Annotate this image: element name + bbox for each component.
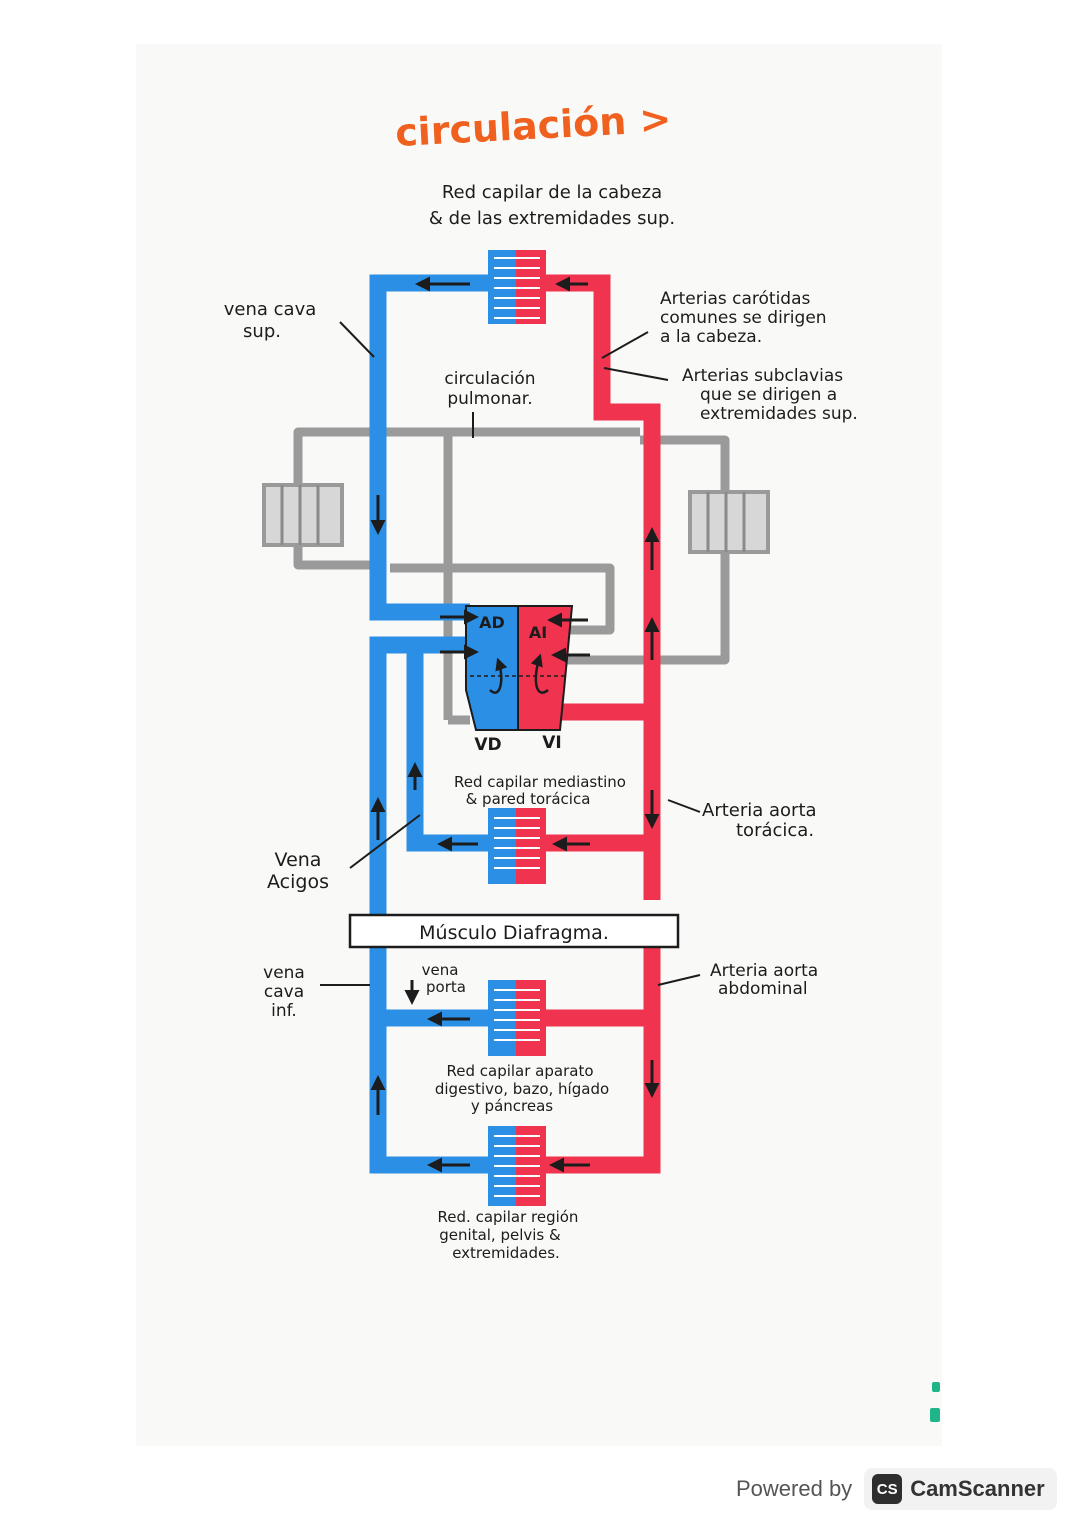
label-digestivo-1: Red capilar aparato	[446, 1062, 593, 1080]
camscanner-brand: CamScanner	[910, 1476, 1045, 1501]
heart-right-side	[465, 605, 519, 731]
flow-arrows	[370, 276, 660, 1173]
label-vi: VI	[542, 733, 561, 753]
label-head-network-2: & de las extremidades sup.	[429, 208, 675, 229]
label-carotidas-3: a la cabeza.	[660, 327, 762, 347]
label-pulmonar-1: circulación	[444, 369, 535, 389]
label-cava-inf-3: inf.	[271, 1001, 297, 1021]
label-carotidas-2: comunes se dirigen	[660, 308, 827, 328]
heart	[465, 605, 574, 731]
label-acigos-1: Vena	[275, 849, 322, 871]
label-cava-inf-2: cava	[264, 982, 304, 1002]
label-aorta-toracica-2: torácica.	[736, 820, 814, 841]
label-carotidas-1: Arterias carótidas	[660, 289, 811, 309]
diaphragm: Músculo Diafragma.	[348, 913, 680, 949]
label-pulmonar-2: pulmonar.	[447, 389, 532, 409]
label-ad: AD	[479, 613, 505, 632]
label-subclavias-2: que se dirigen a	[700, 385, 837, 405]
label-vd: VD	[474, 735, 501, 755]
capillary-head	[488, 250, 546, 324]
label-genital-1: Red. capilar región	[438, 1208, 579, 1226]
footer: Powered by CS CamScanner	[736, 1466, 1057, 1512]
capillary-genital	[488, 1126, 546, 1206]
label-digestivo-3: y páncreas	[471, 1097, 553, 1115]
label-porta-2: porta	[426, 978, 466, 996]
label-cava-inf-1: vena	[263, 963, 305, 983]
capillary-mediastino	[488, 808, 546, 884]
heart-left-side	[517, 605, 574, 731]
label-aorta-abdominal-1: Arteria aorta	[710, 961, 818, 981]
label-subclavias-1: Arterias subclavias	[682, 366, 843, 386]
pointer-lines	[320, 321, 701, 986]
camscanner-badge: CS CamScanner	[864, 1468, 1057, 1510]
label-head-network-1: Red capilar de la cabeza	[442, 182, 662, 203]
label-vena-cava-sup-1: vena cava	[224, 299, 317, 320]
label-acigos-2: Acigos	[267, 871, 329, 893]
label-genital-3: extremidades.	[452, 1244, 560, 1262]
diaphragm-label: Músculo Diafragma.	[419, 922, 609, 944]
label-mediastino-1: Red capilar mediastino	[454, 773, 626, 791]
camscanner-logo-icon: CS	[872, 1474, 903, 1504]
marker-smudge	[930, 1382, 940, 1422]
powered-by-text: Powered by	[736, 1476, 853, 1501]
label-mediastino-2: & pared torácica	[466, 790, 591, 808]
label-subclavias-3: extremidades sup.	[700, 404, 858, 424]
left-lung	[688, 490, 770, 554]
label-aorta-toracica-1: Arteria aorta	[702, 800, 817, 821]
title: circulación >	[394, 97, 672, 155]
label-genital-2: genital, pelvis &	[439, 1226, 561, 1244]
label-digestivo-2: digestivo, bazo, hígado	[435, 1080, 609, 1098]
right-lung	[262, 483, 344, 547]
label-aorta-abdominal-2: abdominal	[718, 979, 808, 999]
venous-system	[369, 274, 488, 1174]
label-vena-cava-sup-2: sup.	[243, 321, 281, 342]
label-ai: AI	[529, 623, 547, 642]
capillary-digestivo	[488, 980, 546, 1056]
label-porta-1: vena	[422, 961, 459, 979]
